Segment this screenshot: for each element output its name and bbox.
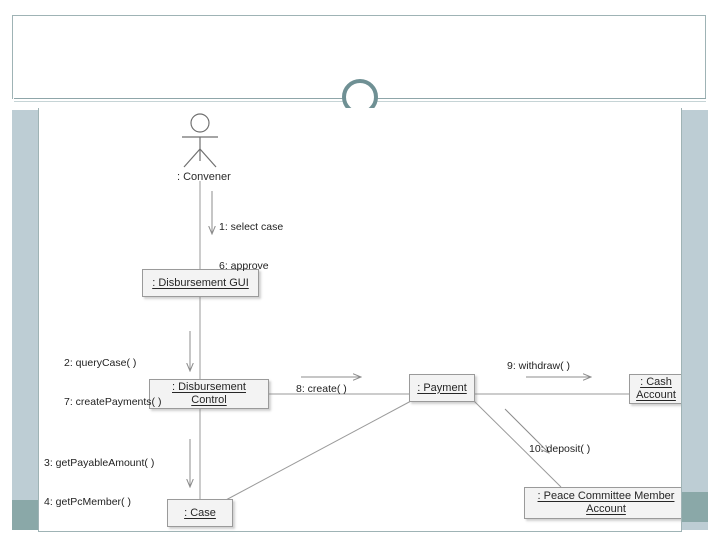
message-7-createpayments: 7: createPayments( ) — [64, 396, 162, 408]
message-1-select-case: 1: select case — [219, 221, 284, 233]
actor-convener-label: : Convener — [177, 171, 231, 183]
content-placeholder[interactable] — [38, 108, 682, 532]
diagram-connectors — [182, 113, 631, 502]
message-6-approve: 6: approve — [219, 260, 269, 272]
message-2-querycase: 2: queryCase( ) — [64, 357, 137, 369]
message-4-getpcmember: 4: getPcMember( ) — [44, 496, 131, 508]
message-10-deposit: 10: deposit( ) — [529, 443, 591, 455]
message-3-getpayableamount: 3: getPayableAmount( ) — [44, 457, 155, 469]
message-9-withdraw: 9: withdraw( ) — [507, 360, 571, 372]
object-payment[interactable]: : Payment — [409, 374, 475, 402]
message-control-to-payment: 8: create( ) — [296, 357, 347, 422]
collaboration-diagram: : Convener : Disbursement GUI : Disburse… — [39, 109, 681, 531]
object-disbursement-gui[interactable]: : Disbursement GUI — [142, 269, 259, 297]
message-8-create: 8: create( ) — [296, 383, 347, 395]
message-gui-to-control: 2: queryCase( ) 7: createPayments( ) — [64, 331, 161, 435]
message-payment-to-pc-account: 10: deposit( ) — [529, 417, 590, 482]
message-control-to-case: 3: getPayableAmount( ) 4: getPcMember( )… — [44, 431, 154, 531]
object-case[interactable]: : Case — [167, 499, 233, 527]
message-payment-to-cash: 9: withdraw( ) — [507, 334, 570, 399]
actor-figure — [182, 113, 218, 168]
object-pc-member-account[interactable]: : Peace Committee Member Account — [524, 487, 681, 519]
object-disbursement-control[interactable]: : Disbursement Control — [149, 379, 269, 409]
object-cash-account[interactable]: : Cash Account — [629, 374, 681, 404]
message-actor-to-gui: 1: select case 6: approve — [219, 195, 283, 299]
